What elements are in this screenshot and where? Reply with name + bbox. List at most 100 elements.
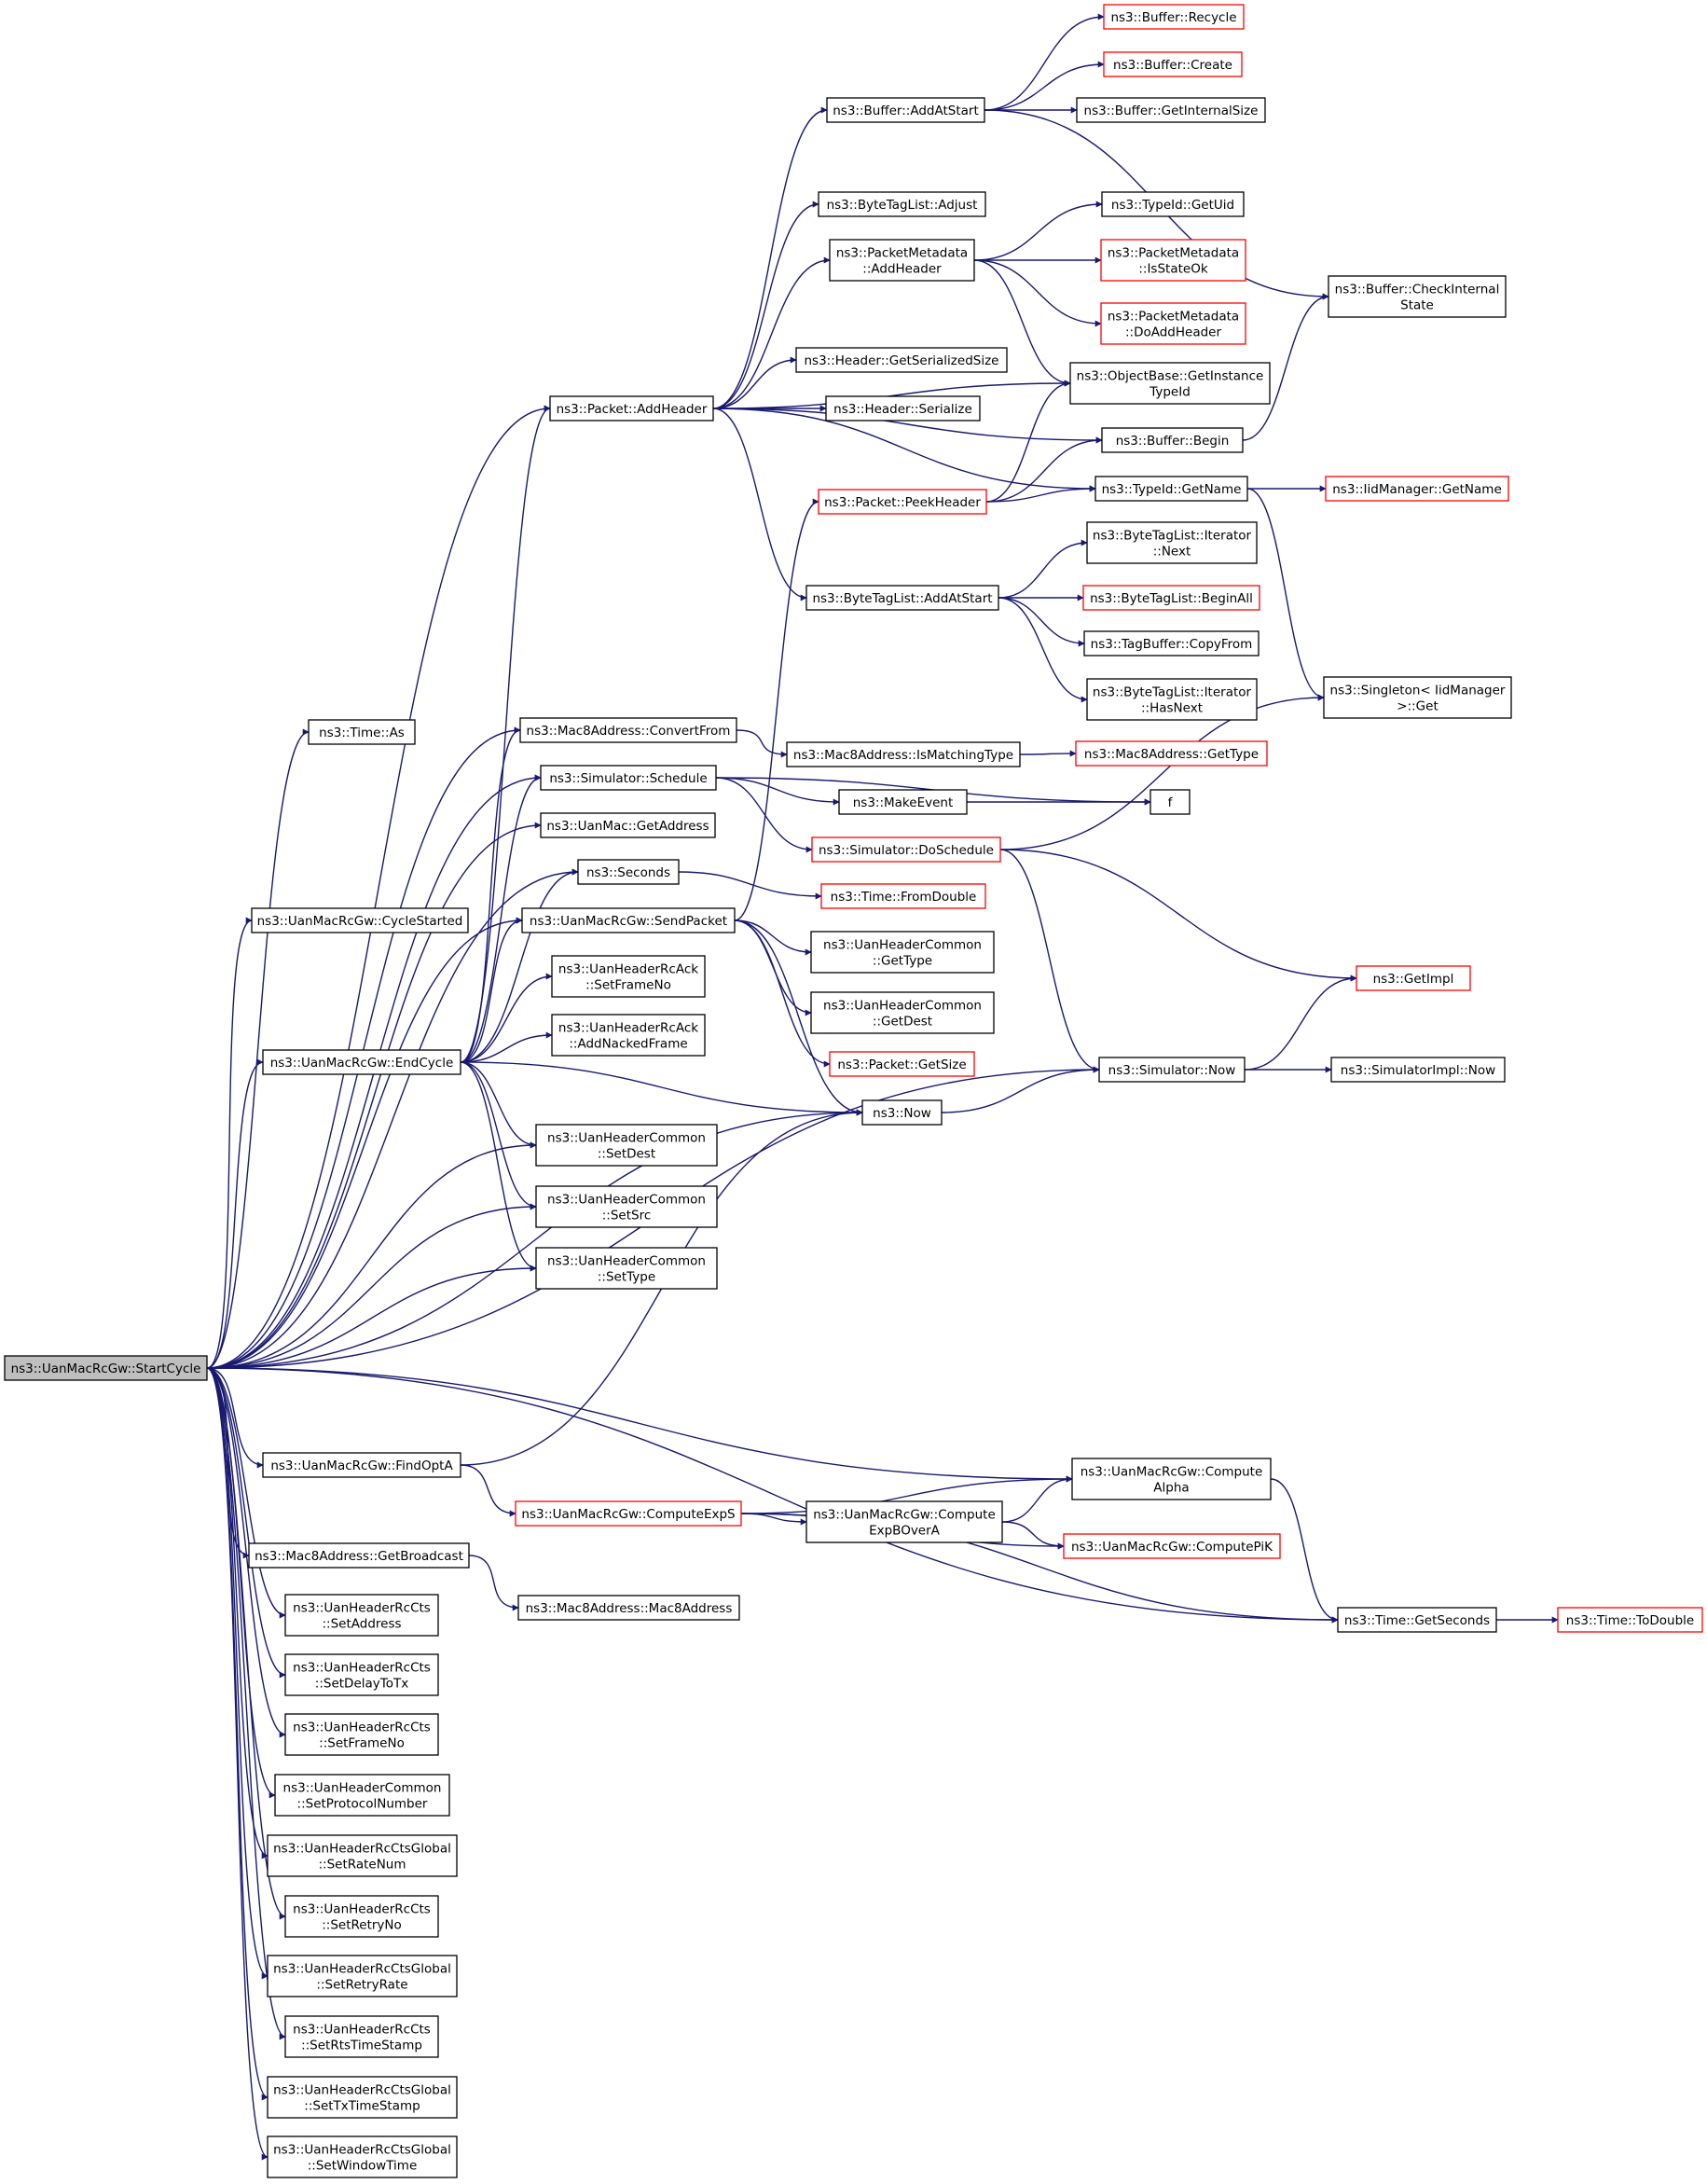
node-box[interactable] (810, 931, 995, 974)
node-box[interactable] (549, 395, 714, 422)
node-fromdouble[interactable]: ns3::Time::FromDouble (820, 883, 986, 909)
node-box[interactable] (519, 717, 737, 743)
node-box[interactable] (551, 955, 706, 998)
node-getseconds[interactable]: ns3::Time::GetSeconds (1337, 1607, 1497, 1633)
node-root[interactable]: ns3::UanMacRcGw::StartCycle (4, 1355, 208, 1381)
node-iternext[interactable]: ns3::ByteTagList::Iterator::Next (1086, 521, 1258, 564)
node-box[interactable] (535, 1124, 718, 1167)
node-box[interactable] (248, 1542, 470, 1569)
node-box[interactable] (1325, 476, 1509, 502)
node-setdest[interactable]: ns3::UanHeaderCommon::SetDest (535, 1124, 718, 1167)
node-doaddheader[interactable]: ns3::PacketMetadata::DoAddHeader (1100, 302, 1246, 345)
node-box[interactable] (262, 1049, 461, 1075)
node-computepik[interactable]: ns3::UanMacRcGw::ComputePiK (1063, 1533, 1281, 1559)
node-singletonget[interactable]: ns3::Singleton< IidManager >::Get (1323, 676, 1512, 719)
node-box[interactable] (267, 1955, 458, 1997)
node-box[interactable] (1094, 476, 1248, 502)
node-box[interactable] (577, 859, 680, 885)
node-box[interactable] (517, 1595, 740, 1621)
node-box[interactable] (1063, 1533, 1281, 1559)
node-hasnext[interactable]: ns3::ByteTagList::Iterator::HasNext (1086, 678, 1258, 721)
node-box[interactable] (284, 1653, 439, 1696)
node-box[interactable] (805, 1500, 1003, 1543)
node-getbroadcast[interactable]: ns3::Mac8Address::GetBroadcast (248, 1542, 470, 1569)
node-addatstart[interactable]: ns3::Buffer::AddAtStart (826, 97, 985, 123)
node-box[interactable] (1149, 789, 1191, 815)
node-makeevent[interactable]: ns3::MakeEvent (838, 789, 968, 815)
node-box[interactable] (535, 1247, 718, 1290)
node-box[interactable] (1082, 585, 1260, 611)
node-box[interactable] (1328, 275, 1507, 318)
node-ctssetaddress[interactable]: ns3::UanHeaderRcCts::SetAddress (284, 1594, 439, 1637)
node-box[interactable] (811, 836, 1001, 863)
node-box[interactable] (810, 991, 995, 1034)
node-ismatchingtype[interactable]: ns3::Mac8Address::IsMatchingType (786, 741, 1021, 767)
node-box[interactable] (1083, 630, 1260, 657)
node-ctssetdelaytotx[interactable]: ns3::UanHeaderRcCts::SetDelayToTx (284, 1653, 439, 1696)
node-peekheader[interactable]: ns3::Packet::PeekHeader (818, 489, 987, 515)
node-getserializedsize[interactable]: ns3::Header::GetSerializedSize (795, 347, 1008, 373)
node-box[interactable] (1323, 676, 1512, 719)
node-box[interactable] (1100, 302, 1246, 345)
node-box[interactable] (284, 1895, 439, 1938)
node-getinternalsize[interactable]: ns3::Buffer::GetInternalSize (1076, 97, 1266, 123)
node-recycle[interactable]: ns3::Buffer::Recycle (1103, 4, 1245, 30)
node-settxtimestamp[interactable]: ns3::UanHeaderRcCtsGlobal::SetTxTimeStam… (267, 2076, 458, 2119)
node-box[interactable] (805, 585, 999, 611)
node-box[interactable] (1557, 1607, 1703, 1633)
node-box[interactable] (1337, 1607, 1497, 1633)
node-box[interactable] (829, 1051, 975, 1077)
node-f[interactable]: f (1149, 789, 1191, 815)
node-begin[interactable]: ns3::Buffer::Begin (1101, 427, 1244, 453)
node-implnow[interactable]: ns3::SimulatorImpl::Now (1330, 1057, 1506, 1083)
node-box[interactable] (284, 1713, 439, 1756)
node-box[interactable] (820, 883, 986, 909)
node-box[interactable] (1071, 1458, 1272, 1500)
node-setsrc[interactable]: ns3::UanHeaderCommon::SetSrc (535, 1185, 718, 1228)
node-box[interactable] (826, 97, 985, 123)
node-settype[interactable]: ns3::UanHeaderCommon::SetType (535, 1247, 718, 1290)
node-box[interactable] (551, 1014, 706, 1057)
node-schedule[interactable]: ns3::Simulator::Schedule (540, 765, 717, 791)
node-box[interactable] (535, 1185, 718, 1228)
node-box[interactable] (825, 395, 981, 422)
node-box[interactable] (1103, 4, 1245, 30)
node-mac8address[interactable]: ns3::Mac8Address::Mac8Address (517, 1595, 740, 1621)
node-box[interactable] (795, 347, 1008, 373)
node-setprotocolnumber[interactable]: ns3::UanHeaderCommon::SetProtocolNumber (274, 1774, 450, 1817)
node-box[interactable] (1076, 97, 1266, 123)
node-box[interactable] (274, 1774, 450, 1817)
node-getimpl[interactable]: ns3::GetImpl (1356, 965, 1471, 991)
node-box[interactable] (1075, 740, 1268, 767)
node-copyfrom[interactable]: ns3::TagBuffer::CopyFrom (1083, 630, 1260, 657)
node-getsize[interactable]: ns3::Packet::GetSize (829, 1051, 975, 1077)
node-box[interactable] (1103, 51, 1243, 77)
node-create[interactable]: ns3::Buffer::Create (1103, 51, 1243, 77)
node-box[interactable] (521, 907, 736, 933)
node-setwindowtime[interactable]: ns3::UanHeaderRcCtsGlobal::SetWindowTime (267, 2136, 458, 2178)
node-setretryrate[interactable]: ns3::UanHeaderRcCtsGlobal::SetRetryRate (267, 1955, 458, 1997)
node-ctssetframeno[interactable]: ns3::UanHeaderRcCts::SetFrameNo (284, 1713, 439, 1756)
node-timeas[interactable]: ns3::Time::As (308, 719, 416, 745)
node-box[interactable] (267, 2076, 458, 2119)
node-box[interactable] (515, 1500, 742, 1527)
node-box[interactable] (1086, 678, 1258, 721)
node-computeexps[interactable]: ns3::UanMacRcGw::ComputeExpS (515, 1500, 742, 1527)
node-convertfrom[interactable]: ns3::Mac8Address::ConvertFrom (519, 717, 737, 743)
node-box[interactable] (1098, 1057, 1246, 1083)
node-addnackedframe[interactable]: ns3::UanHeaderRcAck::AddNackedFrame (551, 1014, 706, 1057)
node-box[interactable] (308, 719, 416, 745)
node-setrtstimestamp[interactable]: ns3::UanHeaderRcCts::SetRtsTimeStamp (284, 2015, 439, 2058)
node-box[interactable] (540, 765, 717, 791)
node-box[interactable] (1100, 239, 1246, 282)
node-box[interactable] (267, 2136, 458, 2178)
node-pmaddheader[interactable]: ns3::PacketMetadata::AddHeader (829, 239, 975, 282)
node-box[interactable] (267, 1834, 458, 1877)
node-box[interactable] (540, 812, 716, 838)
node-box[interactable] (1356, 965, 1471, 991)
node-box[interactable] (838, 789, 968, 815)
node-box[interactable] (818, 191, 986, 217)
